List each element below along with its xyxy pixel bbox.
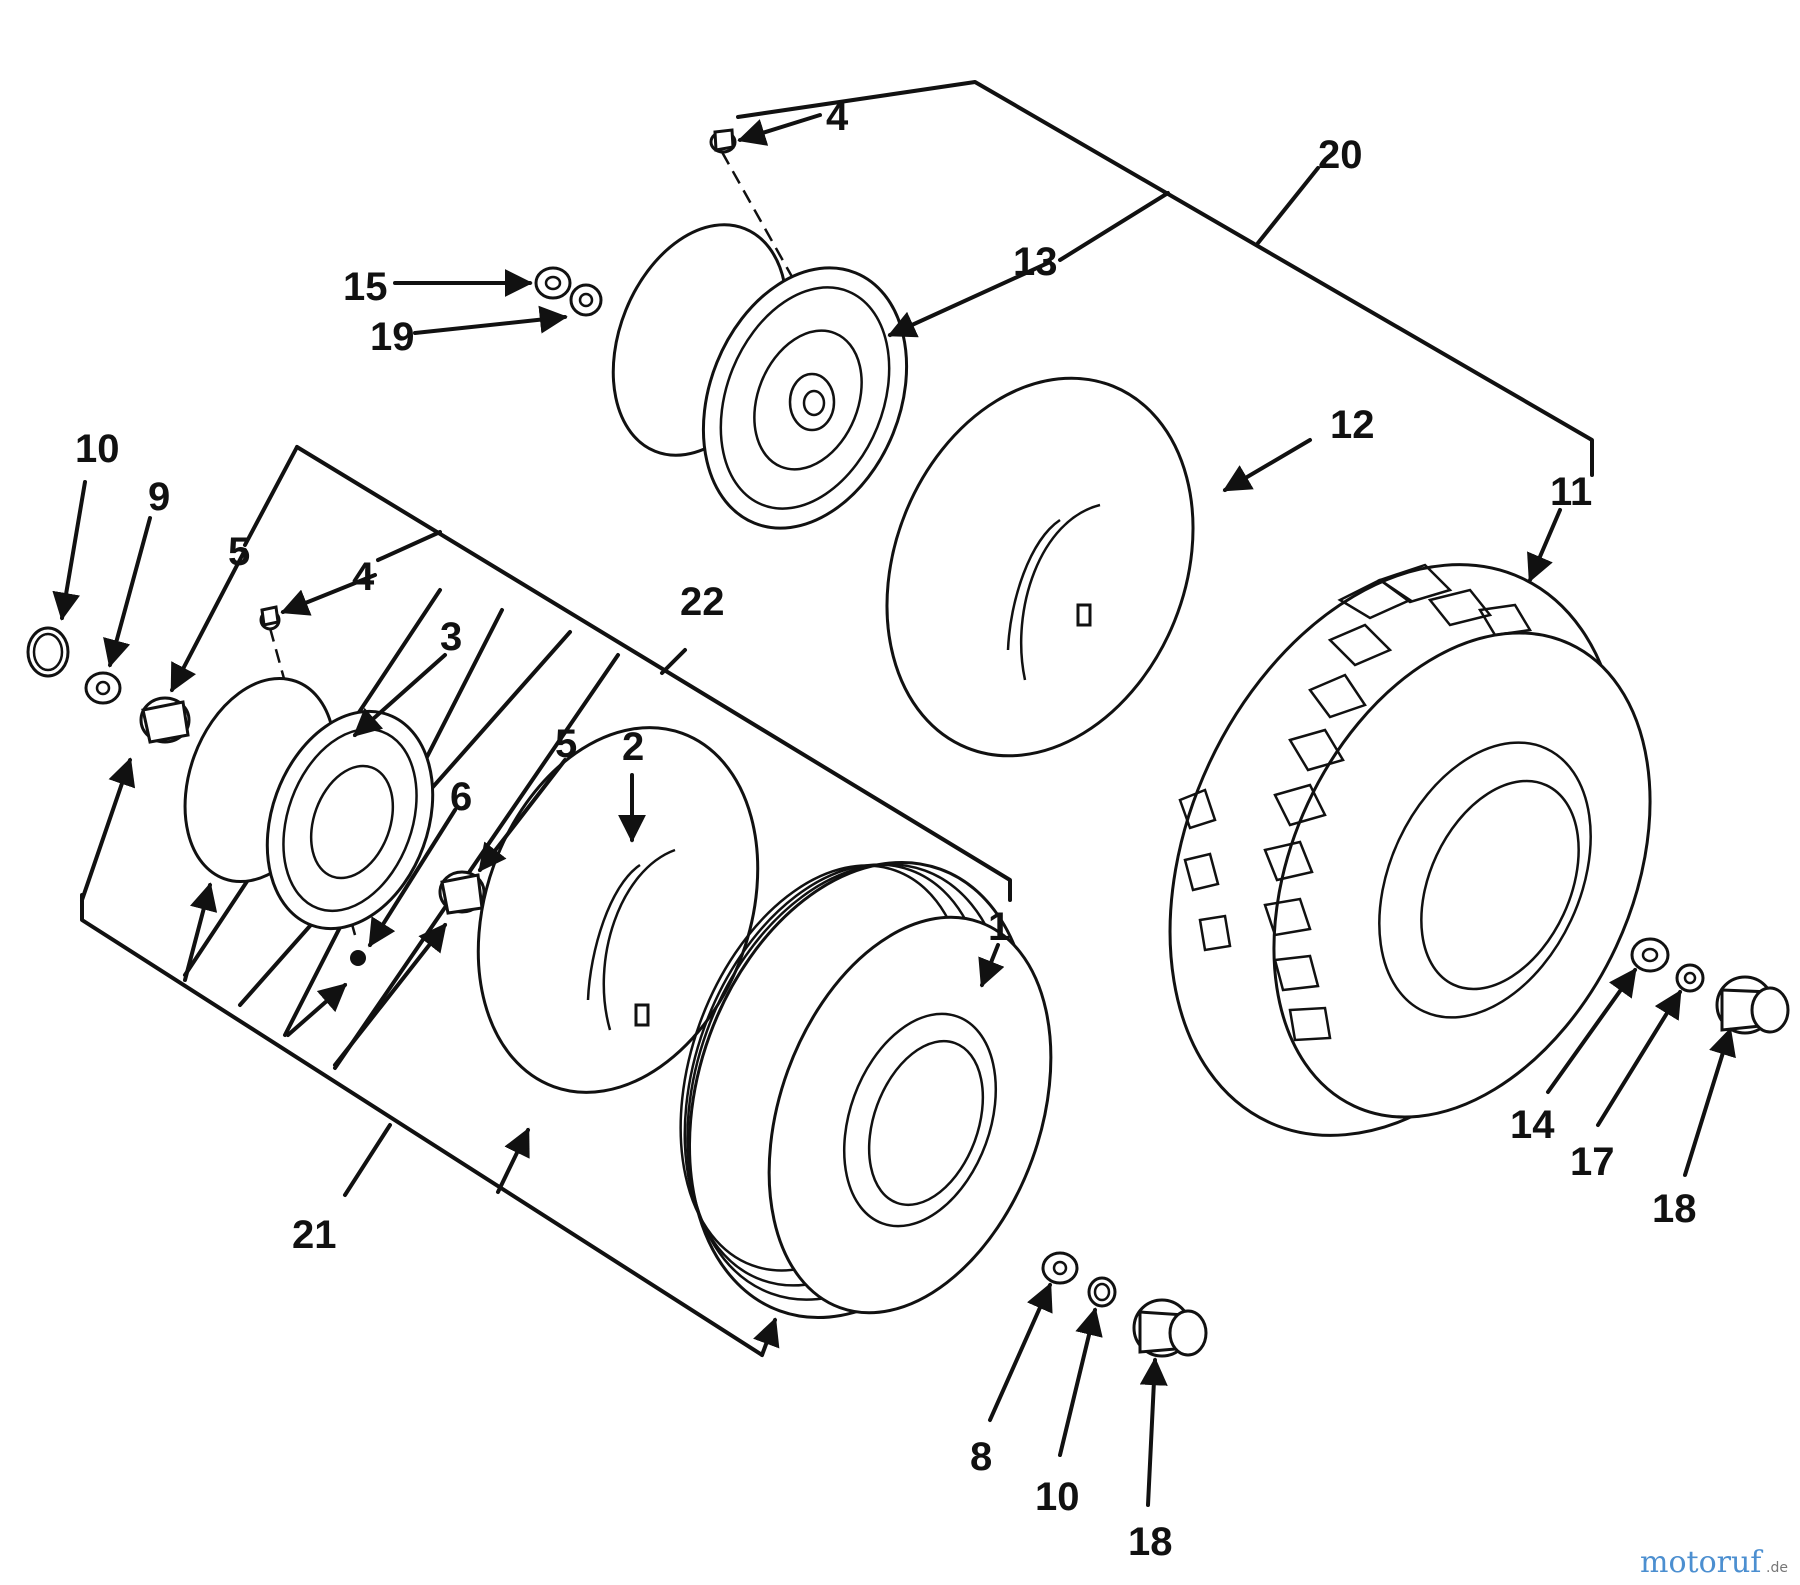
- hub-cap-18-right: [1715, 975, 1790, 1035]
- tube-2: [476, 726, 760, 1094]
- snap-ring-10-bottom: [1087, 1276, 1117, 1308]
- callout-19: 19: [370, 315, 415, 359]
- callout-10-bottom: 10: [1035, 1475, 1080, 1519]
- leader-lines: [52, 113, 1736, 1507]
- callout-9: 9: [148, 475, 170, 519]
- callout-5-left: 5: [228, 530, 250, 574]
- callout-6: 6: [450, 775, 472, 819]
- hub-cap-18-bottom: [1132, 1298, 1208, 1358]
- watermark-suffix: .de: [1766, 1560, 1788, 1576]
- tube-12: [885, 376, 1195, 758]
- callout-12: 12: [1330, 403, 1375, 447]
- callout-4-upper: 4: [826, 95, 849, 139]
- callout-15: 15: [343, 265, 388, 309]
- bracket-20: [736, 80, 1594, 477]
- fitting-6: [350, 950, 366, 966]
- callout-14: 14: [1510, 1103, 1555, 1147]
- callout-17: 17: [1570, 1140, 1615, 1184]
- bushing-5-left: [139, 696, 191, 744]
- tire-1: [679, 860, 1053, 1320]
- watermark[interactable]: motoruf .de: [1640, 1545, 1788, 1580]
- callout-5-center: 5: [555, 722, 577, 766]
- callout-21: 21: [292, 1213, 337, 1257]
- washer-19: [569, 283, 603, 317]
- callout-3: 3: [440, 615, 462, 659]
- callout-10-left: 10: [75, 427, 120, 471]
- callout-11: 11: [1550, 470, 1592, 514]
- callout-18-right: 18: [1652, 1187, 1697, 1231]
- callout-20: 20: [1318, 133, 1363, 177]
- bushing-5-center: [438, 870, 486, 915]
- callout-1: 1: [988, 905, 1010, 949]
- washer-8: [1041, 1251, 1079, 1285]
- callout-8: 8: [970, 1435, 992, 1479]
- callout-22: 22: [680, 580, 725, 624]
- watermark-brand: motoruf: [1640, 1545, 1763, 1580]
- washer-15: [534, 266, 572, 300]
- callout-18-bottom: 18: [1128, 1520, 1173, 1564]
- callout-2: 2: [622, 725, 644, 769]
- washer-14: [1630, 937, 1670, 973]
- washer-9: [84, 671, 122, 705]
- callout-13: 13: [1013, 240, 1058, 284]
- rim-3: [183, 676, 435, 931]
- lock-washer-17: [1675, 963, 1705, 993]
- tire-11: [1168, 563, 1652, 1137]
- snap-ring-10-left: [26, 626, 70, 678]
- rim-13: [611, 223, 909, 530]
- callout-4-lower: 4: [352, 555, 375, 599]
